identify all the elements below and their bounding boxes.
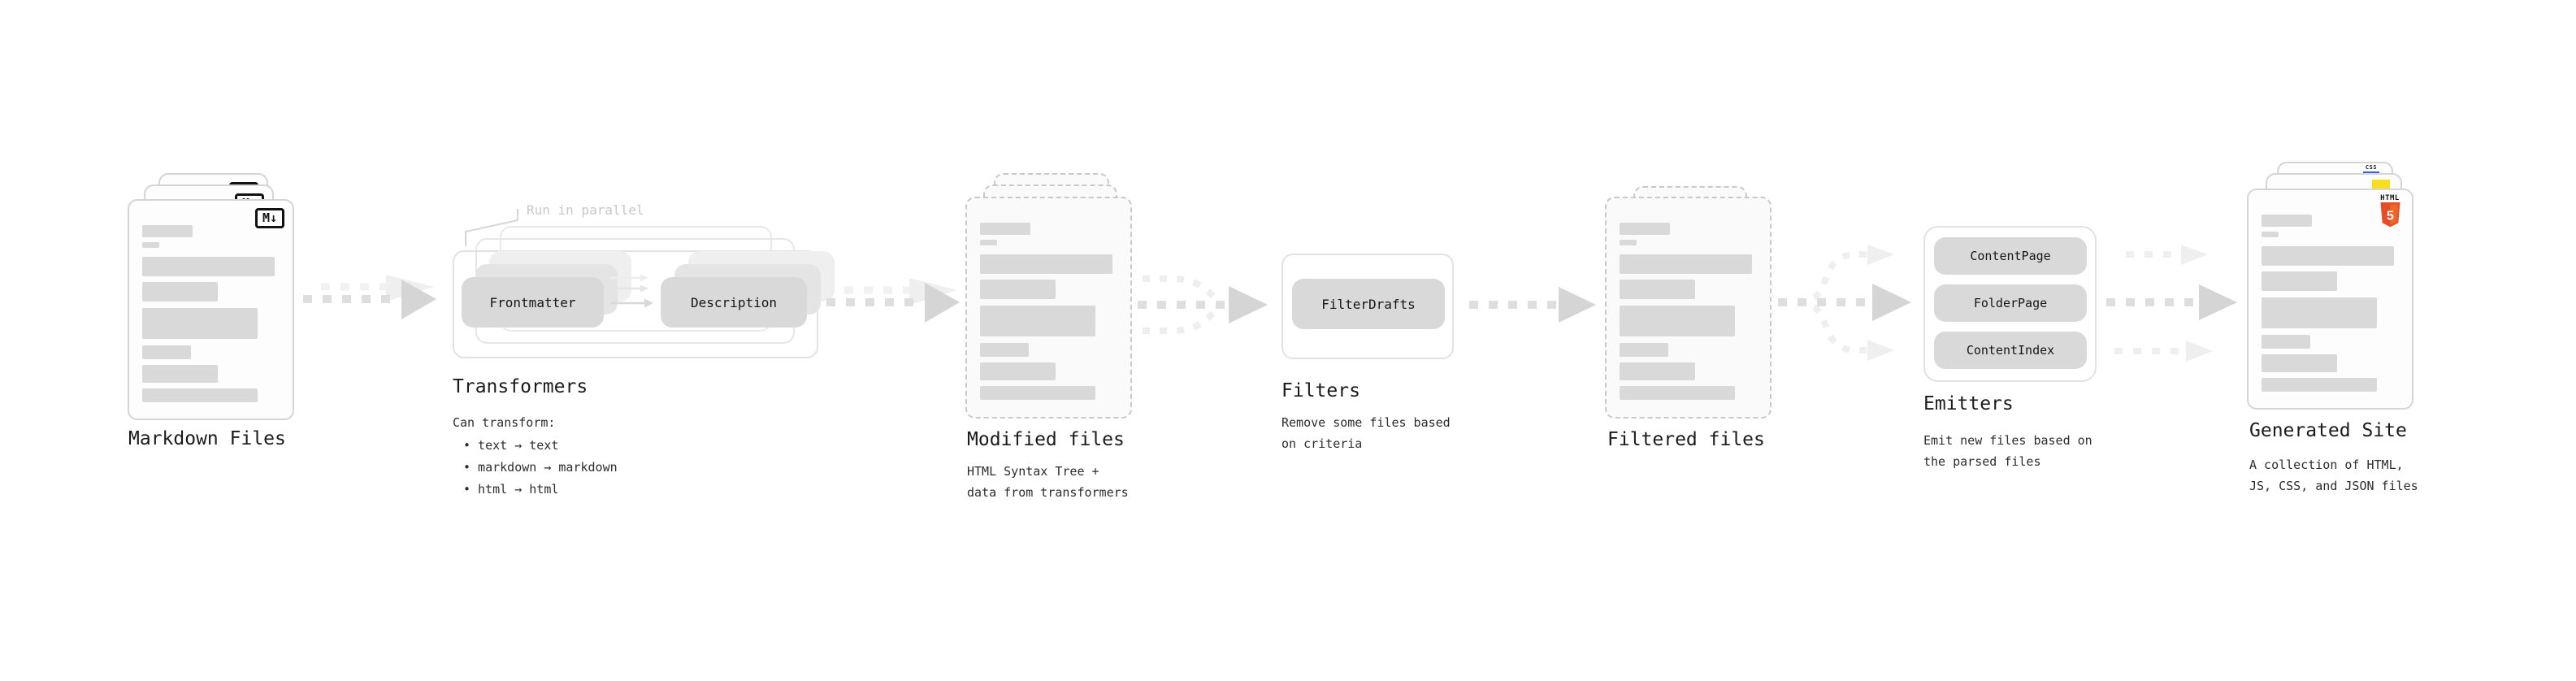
text-line-bar (142, 257, 275, 276)
markdown-files-label: Markdown Files (128, 428, 286, 449)
stage-filters: FilterDrafts Filters Remove some files b… (1281, 254, 1468, 465)
text-line-bar (980, 306, 1095, 336)
text-line-bar (2262, 215, 2312, 227)
flow-arrow-filtered-to-emitters (1778, 245, 1911, 361)
text-line-bar (980, 254, 1112, 274)
text-line-bar (1620, 386, 1735, 400)
stage-markdown-files: M↓ M↓ M↓ Markdown Files (128, 173, 323, 482)
emitters-desc-2: the parsed files (1923, 454, 2041, 469)
filterdrafts-pill: FilterDrafts (1292, 279, 1445, 329)
transformers-bullet-2: • markdown → markdown (463, 460, 618, 475)
filters-label: Filters (1281, 380, 1360, 401)
flow-arrow-emitters-to-generated (2106, 245, 2237, 362)
filters-desc-1: Remove some files based (1281, 415, 1451, 430)
text-line-bar (2262, 232, 2279, 237)
html5-icon: HTML 5 (2378, 194, 2402, 231)
text-line-bar (142, 388, 258, 402)
frontmatter-pill: Frontmatter (462, 277, 604, 327)
text-line-bar (2262, 246, 2394, 266)
document-text-placeholder (142, 225, 275, 402)
transformers-label: Transformers (453, 376, 588, 397)
stage-generated-site: CSS HTML 5 Generated Site A collection o… (2247, 162, 2458, 503)
description-pill: Description (661, 277, 807, 327)
text-line-bar (980, 240, 998, 245)
text-line-bar (980, 362, 1056, 380)
text-line-bar (1620, 254, 1752, 274)
html5-icon-label: HTML (2380, 194, 2400, 202)
text-line-bar (1620, 240, 1637, 245)
filtered-file-card-front (1605, 197, 1772, 419)
text-line-bar (1620, 362, 1695, 380)
stage-filtered-files: Filtered files (1605, 186, 1792, 479)
emitters-label: Emitters (1923, 393, 2014, 414)
svg-text:5: 5 (2387, 210, 2394, 223)
note-leader-line (465, 209, 518, 246)
stage-transformers: Run in parallel Frontmatter Description … (453, 202, 835, 503)
run-in-parallel-label: Run in parallel (527, 202, 644, 218)
text-line-bar (1620, 223, 1670, 235)
modified-files-desc-2: data from transformers (967, 485, 1129, 500)
text-line-bar (980, 343, 1030, 357)
text-line-bar (2262, 297, 2377, 328)
text-line-bar (2262, 271, 2337, 291)
text-line-bar (142, 225, 193, 237)
text-line-bar (142, 282, 218, 301)
text-line-bar (1620, 343, 1669, 357)
generated-site-desc-2: JS, CSS, and JSON files (2249, 479, 2418, 493)
modified-files-label: Modified files (967, 429, 1125, 450)
js-file-icon (2372, 180, 2390, 190)
document-text-placeholder (1620, 223, 1752, 400)
text-line-bar (142, 345, 192, 359)
text-line-bar (980, 223, 1030, 235)
stage-modified-files: Modified files HTML Syntax Tree + data f… (965, 173, 1152, 506)
transform-arrows (610, 274, 653, 308)
flow-arrow-markdown-to-transformers (303, 275, 436, 319)
markdown-file-card-front: M↓ (128, 199, 294, 420)
text-line-bar (2262, 378, 2377, 392)
transformers-desc-title: Can transform: (453, 415, 556, 430)
transformers-bullet-3: • html → html (463, 482, 559, 497)
markdown-icon: M↓ (254, 208, 284, 228)
text-line-bar (142, 308, 258, 339)
text-line-bar (142, 242, 160, 248)
flow-arrow-modified-to-filters (1138, 275, 1268, 334)
text-line-bar (1620, 280, 1695, 299)
text-line-bar (142, 365, 218, 383)
text-line-bar (2262, 354, 2337, 372)
folderpage-pill: FolderPage (1934, 284, 2087, 322)
text-line-bar (980, 386, 1095, 400)
document-text-placeholder (980, 223, 1112, 400)
flow-arrow-transformers-to-modified (826, 278, 960, 323)
flow-arrow-filters-to-filtered (1469, 287, 1596, 323)
transformers-bullet-1: • text → text (463, 438, 559, 453)
css-icon-label: CSS (2365, 164, 2378, 171)
emitters-desc-1: Emit new files based on (1923, 433, 2092, 448)
text-line-bar (1620, 306, 1735, 336)
modified-files-desc-1: HTML Syntax Tree + (967, 464, 1099, 479)
filtered-files-label: Filtered files (1607, 429, 1765, 450)
generated-site-desc-1: A collection of HTML, (2249, 458, 2404, 472)
stage-emitters: ContentPage FolderPage ContentIndex Emit… (1923, 226, 2110, 486)
html5-shield-icon: 5 (2380, 202, 2400, 228)
filters-desc-2: on criteria (1281, 436, 1363, 451)
text-line-bar (2262, 335, 2311, 349)
modified-file-card-front (965, 197, 1132, 419)
document-text-placeholder (2262, 215, 2394, 392)
text-line-bar (980, 280, 1056, 299)
generated-file-card-html: HTML 5 (2247, 189, 2413, 410)
contentindex-pill: ContentIndex (1934, 332, 2087, 369)
contentpage-pill: ContentPage (1934, 237, 2087, 275)
generated-site-label: Generated Site (2249, 420, 2407, 441)
